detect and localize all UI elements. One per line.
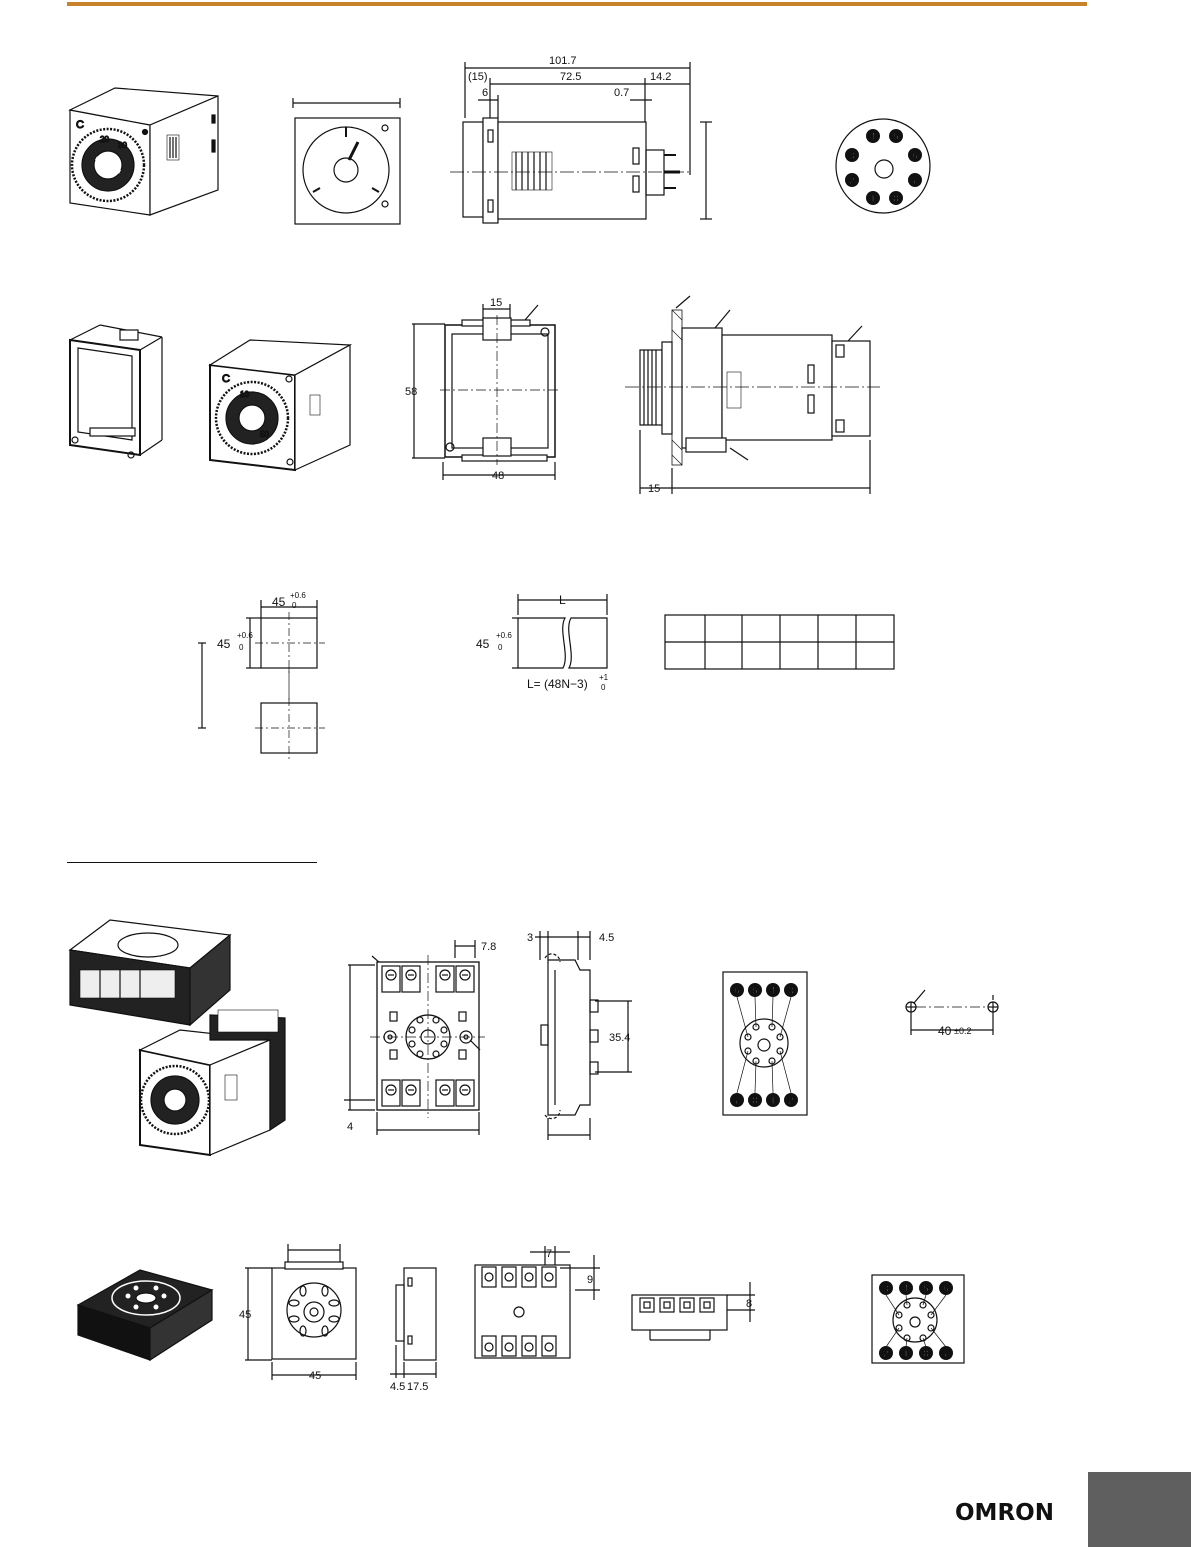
- hole-dim-40: 40: [938, 1024, 952, 1038]
- small-pin-5: 5: [923, 1284, 929, 1295]
- socket-dim-4: 4: [347, 1121, 353, 1133]
- page-side-tab: [1088, 1472, 1191, 1547]
- dim-48: 48: [492, 470, 504, 482]
- socket-side-view: 3 4.5 35.4: [527, 931, 632, 1140]
- small-dim-45-bottom: 45: [309, 1370, 321, 1382]
- small-dim-9: 9: [587, 1274, 593, 1286]
- small-dim-45-left: 45: [239, 1309, 251, 1321]
- pin-label-8: 8: [893, 194, 899, 205]
- socket-pin-5: 5: [752, 986, 758, 997]
- pin-label-1: 1: [870, 194, 876, 205]
- socket-pin-4: 4: [770, 986, 776, 997]
- cut-tol-hi-top: +0.6: [290, 591, 306, 600]
- socket-pin-7: 7: [734, 1096, 740, 1107]
- header-accent-bar: [67, 2, 1087, 6]
- small-pin-2: 2: [883, 1349, 889, 1360]
- socket-pin-1: 1: [770, 1096, 776, 1107]
- timer-with-adapter-illustration: 10 50 C: [208, 339, 353, 472]
- cut-tol-hi-left: +0.6: [237, 631, 253, 640]
- socket-pin-8: 8: [752, 1096, 758, 1107]
- dim-15-b: 15: [648, 483, 660, 495]
- socket-dim-4-5: 4.5: [599, 932, 614, 944]
- small-socket-bottom-view: 7 9: [474, 1246, 600, 1359]
- small-pin-3: 3: [883, 1284, 889, 1295]
- dim-101-7: 101.7: [549, 55, 577, 67]
- pin-label-3: 3: [849, 151, 855, 162]
- omron-logo: OMRON: [955, 1500, 1054, 1526]
- dim-14-2: 14.2: [650, 71, 671, 83]
- mounting-adapter-illustration: [69, 324, 163, 459]
- pin-label-6: 6: [912, 151, 918, 162]
- pin-label-5: 5: [893, 132, 899, 143]
- socket-dim-7-8: 7.8: [481, 941, 496, 953]
- socket-pin-3: 3: [788, 986, 794, 997]
- small-dim-8: 8: [746, 1298, 752, 1310]
- gang-formula: L= (48N−3): [527, 677, 588, 691]
- cut-dim-45-left: 45: [217, 637, 231, 651]
- dim-58: 58: [405, 386, 417, 398]
- socket-mounting-holes: 40 ±0.2: [905, 989, 999, 1038]
- socket-pin-6: 6: [734, 986, 740, 997]
- small-socket-terminal-arrangement: 3 4 5 6 2 1 8 7: [871, 1274, 965, 1364]
- small-dim-4-5: 4.5: [390, 1381, 405, 1393]
- dial-number-20: 20: [100, 135, 109, 144]
- timer-perspective-illustration: 20 30 C: [68, 87, 219, 216]
- gang-tol-lo: 0: [498, 643, 503, 652]
- panel-mounted-side-view: 15: [625, 295, 880, 495]
- socket-perspective-illustration: [68, 919, 286, 1157]
- cut-dim-45-top: 45: [272, 595, 286, 609]
- small-pin-6: 6: [943, 1284, 949, 1295]
- panel-cutout-gang: L 45 +0.6 0 L= (48N−3) +1 0: [476, 593, 609, 692]
- socket-dim-35-4: 35.4: [609, 1032, 630, 1044]
- dim-15-a: 15: [490, 297, 502, 309]
- gang-dim-45: 45: [476, 637, 490, 651]
- pin-label-4: 4: [870, 132, 876, 143]
- dial-number-50: 50: [260, 430, 269, 439]
- dial-number-10: 10: [240, 390, 249, 399]
- socket-terminal-arrangement: 6 5 4 3 7 8 1 2: [722, 971, 808, 1116]
- dim-6: 6: [482, 87, 488, 99]
- gang-formula-tol-lo: 0: [601, 683, 606, 692]
- pin-label-7: 7: [912, 176, 918, 187]
- socket-top-view: 4 7.8: [344, 940, 496, 1135]
- socket-pin-2: 2: [788, 1096, 794, 1107]
- dial-letter-c-2: C: [222, 373, 230, 385]
- gang-dim-L: L: [559, 593, 566, 607]
- small-pin-4: 4: [903, 1284, 909, 1295]
- gang-tol-hi: +0.6: [496, 631, 512, 640]
- socket-dim-3: 3: [527, 932, 533, 944]
- small-pin-7: 7: [943, 1349, 949, 1360]
- small-socket-illustration: [76, 1269, 214, 1362]
- gang-formula-tol-hi: +1: [599, 673, 609, 682]
- cut-tol-lo-top: 0: [292, 601, 297, 610]
- cut-tol-lo-left: 0: [239, 643, 244, 652]
- small-socket-side-view: 4.5 17.5: [390, 1267, 437, 1393]
- dim-0-7: 0.7: [614, 87, 629, 99]
- small-dim-17-5: 17.5: [407, 1381, 428, 1393]
- gang-mounting-table: [664, 614, 895, 670]
- small-dim-7: 7: [546, 1248, 552, 1260]
- adapter-front-view: 15 58 48: [405, 297, 560, 482]
- dim-72-5: 72.5: [560, 71, 581, 83]
- small-socket-end-view: 8: [631, 1282, 755, 1341]
- pin-label-2: 2: [849, 176, 855, 187]
- small-pin-1: 1: [903, 1349, 909, 1360]
- hole-dim-tol: ±0.2: [954, 1026, 971, 1036]
- small-pin-8: 8: [923, 1349, 929, 1360]
- timer-front-view: [292, 98, 401, 225]
- timer-pin-layout: 4 5 3 6 2 7 1 8: [835, 118, 931, 214]
- small-socket-front-view: 45 45: [239, 1244, 357, 1382]
- panel-cutout-individual: 45 +0.6 0 45 +0.6 0: [198, 591, 325, 760]
- timer-side-view: 101.7 (15) 72.5 14.2 6 0.7: [450, 55, 712, 224]
- dial-number-30: 30: [118, 141, 127, 150]
- dim-15-paren: (15): [468, 71, 488, 83]
- dial-letter-c: C: [76, 119, 84, 131]
- section-divider: [67, 862, 317, 863]
